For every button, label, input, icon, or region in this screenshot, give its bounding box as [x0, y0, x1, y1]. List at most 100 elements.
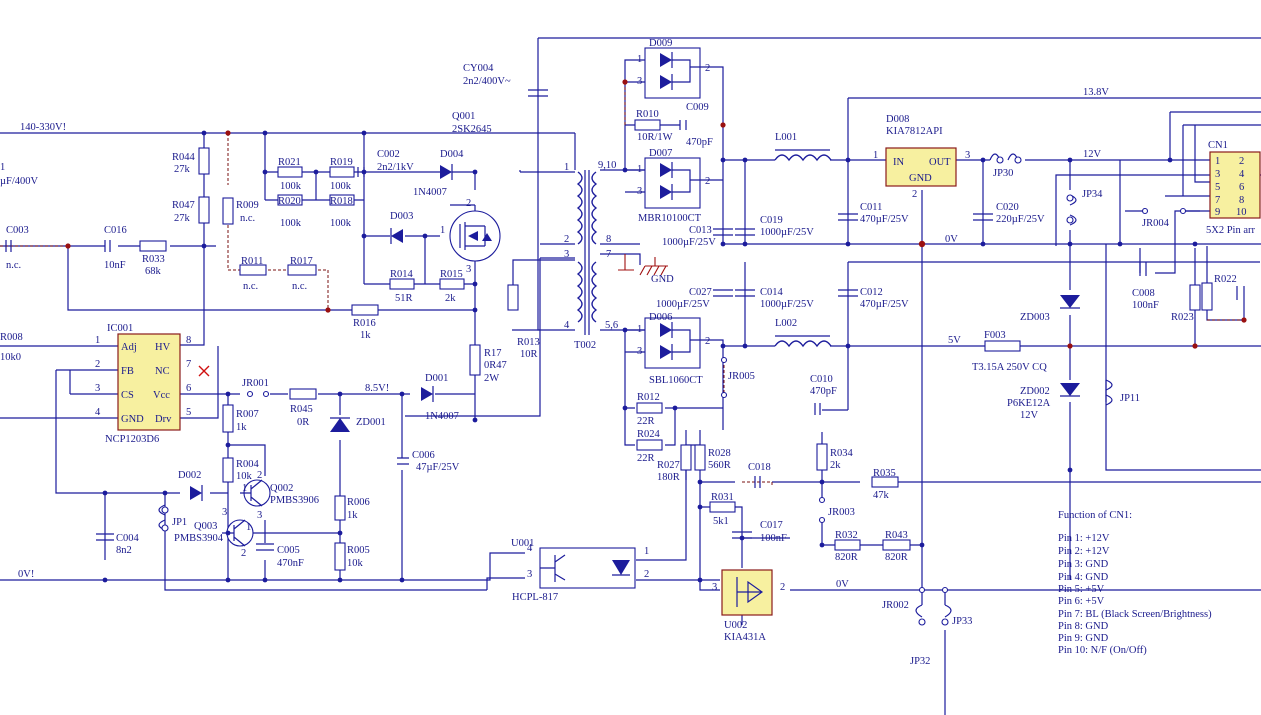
label-r022: R022 — [1214, 274, 1237, 285]
label-jp30: JP30 — [993, 168, 1013, 179]
label-r034: R034 — [830, 448, 854, 459]
inductors — [774, 149, 832, 348]
label-r035: R035 — [873, 468, 896, 479]
label-cleft-value: µF/400V — [0, 176, 39, 187]
u001-pin-2: 2 — [644, 569, 649, 580]
ic001-body — [117, 333, 181, 431]
d007-pin-2: 2 — [705, 176, 710, 187]
label-c002: C002 — [377, 149, 400, 160]
label-c010-value: 470pF — [810, 386, 837, 397]
label-r006-value: 1k — [347, 510, 358, 521]
t002-pin-1: 1 — [564, 162, 569, 173]
ic001-pin-6: 6 — [186, 383, 191, 394]
label-r009-value: n.c. — [240, 213, 255, 224]
label-c016-value: 10nF — [104, 260, 126, 271]
pin-drv: Drv — [155, 414, 172, 425]
t002-pin-3: 3 — [564, 249, 569, 260]
cn1-pin-9: 9 — [1215, 207, 1220, 218]
r017-body — [287, 264, 317, 276]
d009-pin-1: 1 — [637, 54, 642, 65]
label-r045: R045 — [290, 404, 313, 415]
d008-body — [885, 147, 957, 187]
u001-pin-3: 3 — [527, 569, 532, 580]
label-r005-value: 10k — [347, 558, 364, 569]
label-r017: R017 — [290, 256, 313, 267]
net-gnd-right: 0V — [836, 579, 849, 590]
label-r024-value: 22R — [637, 453, 655, 464]
label-r015: R015 — [440, 269, 463, 280]
t002-pin-7: 7 — [606, 249, 611, 260]
label-r007-value: 1k — [236, 422, 247, 433]
r010-body — [634, 119, 661, 131]
pin-vcc: Vcc — [153, 390, 170, 401]
label-c008-value: 100nF — [1132, 300, 1159, 311]
q001-pin-2: 2 — [466, 198, 471, 209]
label-r027: R027 — [657, 460, 680, 471]
r009-body — [222, 197, 234, 225]
r016-body — [351, 304, 379, 316]
r013-body — [507, 284, 519, 311]
label-r020-value: 100k — [280, 218, 302, 229]
ic001-pin-3: 3 — [95, 383, 100, 394]
label-c009-value: 470pF — [686, 137, 713, 148]
label-d006-value: SBL1060CT — [649, 375, 703, 386]
net-hv: 140-330V! — [20, 122, 66, 133]
d006-pin-2: 2 — [705, 336, 710, 347]
net-labels: 140-330V! 13.8V 12V 0V 5V 8.5V! 0V! 0V G… — [18, 87, 1109, 590]
label-r010: R010 — [636, 109, 659, 120]
junction-dots — [65, 79, 1247, 583]
label-r17: R17 — [484, 348, 502, 359]
label-u001: U001 — [511, 538, 534, 549]
net-12v: 12V — [1083, 149, 1102, 160]
label-q001-value: 2SK2645 — [452, 124, 492, 135]
label-zd002-value2: 12V — [1020, 410, 1039, 421]
label-d004: D004 — [440, 149, 464, 160]
d006-pin-3: 3 — [637, 346, 642, 357]
r034-body — [816, 443, 828, 471]
cn1-pin-2: 2 — [1239, 156, 1244, 167]
cn1-function-line-3: Pin 3: GND — [1058, 559, 1109, 570]
q003-pin-1: 1 — [246, 522, 251, 533]
cn1-function-line-5: Pin 5: +5V — [1058, 584, 1105, 595]
net-0v: 0V — [945, 234, 958, 245]
q001-pin-1: 1 — [440, 225, 445, 236]
label-zd002-value: P6KE12A — [1007, 398, 1051, 409]
u001-pin-4: 4 — [527, 543, 533, 554]
label-jr004: JR004 — [1142, 218, 1170, 229]
net-5v: 5V — [948, 335, 961, 346]
r044-body — [198, 147, 210, 175]
label-d003: D003 — [390, 211, 413, 222]
cn1-pin-7: 7 — [1215, 195, 1220, 206]
q003-pin-3: 3 — [222, 507, 227, 518]
cn1-pin-5: 5 — [1215, 182, 1220, 193]
cn1-function-line-9: Pin 9: GND — [1058, 633, 1109, 644]
label-r034-value: 2k — [830, 460, 841, 471]
pin-nc: NC — [155, 366, 170, 377]
label-r014-value: 51R — [395, 293, 413, 304]
label-d007: D007 — [649, 148, 672, 159]
label-d006: D006 — [649, 312, 672, 323]
cn1-pin-1: 1 — [1215, 156, 1220, 167]
label-r012-value: 22R — [637, 416, 655, 427]
label-ic001: IC001 — [107, 323, 133, 334]
label-r012: R012 — [637, 392, 660, 403]
d007-pin-1: 1 — [637, 164, 642, 175]
label-c019-value: 1000µF/25V — [760, 227, 814, 238]
pin-hv: HV — [155, 342, 171, 353]
mosfet-q001 — [449, 210, 501, 262]
label-c011: C011 — [860, 202, 882, 213]
label-c012-value: 470µF/25V — [860, 299, 909, 310]
label-jp32: JP32 — [910, 656, 930, 667]
label-r015-value: 2k — [445, 293, 456, 304]
label-c017-value: 100nF — [760, 533, 787, 544]
label-r17-value2: 2W — [484, 373, 499, 384]
label-c009: C009 — [686, 102, 709, 113]
d009-pin-3: 3 — [637, 76, 642, 87]
label-r018: R018 — [330, 196, 353, 207]
label-c013: C013 — [689, 225, 712, 236]
pin-reg-out: OUT — [929, 157, 951, 168]
component-labels: CY004 2n2/400V~ Q001 2SK2645 C002 2n2/1k… — [0, 38, 1255, 667]
r035-body — [871, 476, 899, 488]
label-c008: C008 — [1132, 288, 1155, 299]
r17-body — [469, 344, 481, 376]
